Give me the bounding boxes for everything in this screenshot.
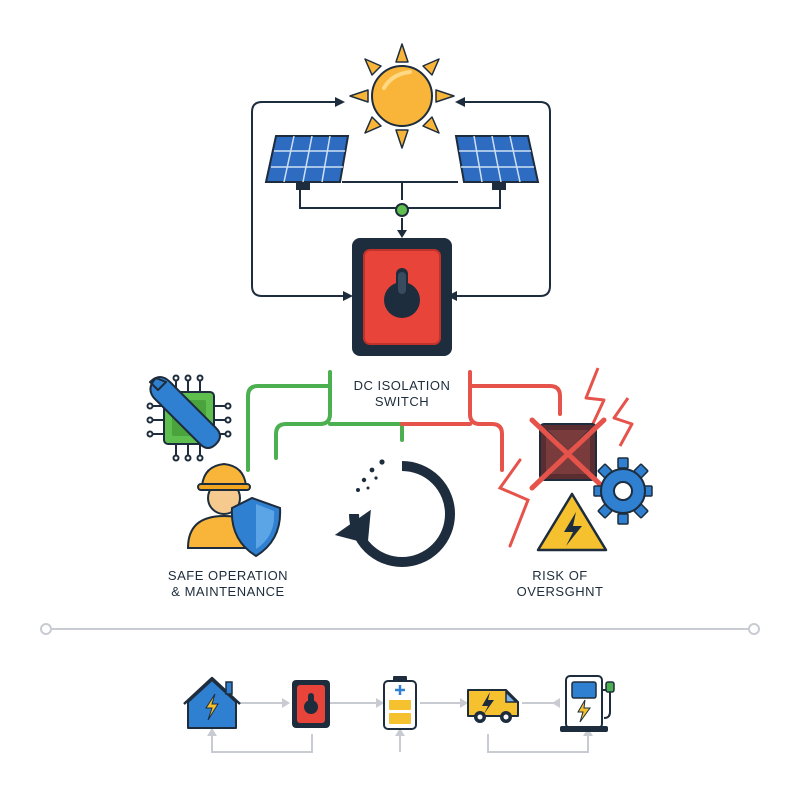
risk-branch-lines: [400, 370, 562, 548]
safe-operation-label-line1: SAFE OPERATION: [167, 568, 289, 583]
worker-shield-icon: [186, 462, 282, 558]
bottom-flow-arrowheads: [207, 698, 593, 736]
sun-icon: [349, 43, 455, 149]
safe-branch-lines: [246, 370, 404, 472]
left-solar-panel-icon: [264, 135, 350, 190]
gear-icon: [593, 457, 653, 525]
risk-of-oversight-label-line1: RISK OF: [532, 568, 588, 583]
safe-operation-label: SAFE OPERATION & MAINTENANCE: [150, 568, 306, 600]
broken-box-lightning-icon: [529, 417, 607, 491]
warning-triangle-icon: [536, 492, 608, 552]
section-divider: [40, 623, 760, 635]
isolation-switch-icon: [352, 238, 452, 356]
right-solar-panel-icon: [454, 135, 540, 190]
wrench-chip-icon: [146, 374, 232, 462]
risk-of-oversight-label: RISK OF OVERSGHNT: [500, 568, 620, 600]
lightning-bolts: [584, 367, 634, 447]
bottom-flow-connectors: [211, 702, 589, 753]
junction-node: [395, 203, 409, 217]
charging-station-icon: [560, 675, 615, 732]
risk-of-oversight-label-line2: OVERSGHNT: [516, 584, 604, 599]
ev-van-icon: [467, 689, 519, 723]
dc-isolation-switch-label: DC ISOLATION SWITCH: [332, 378, 472, 410]
battery-icon: [383, 676, 417, 730]
safe-operation-label-line2: & MAINTENANCE: [171, 584, 285, 599]
switch-icon: [292, 680, 330, 728]
house-icon: [183, 676, 241, 729]
dc-isolation-switch-label-line1: DC ISOLATION: [353, 378, 451, 393]
cycle-arrow-icon: [334, 459, 455, 567]
dc-isolation-switch-label-line2: SWITCH: [374, 394, 430, 409]
